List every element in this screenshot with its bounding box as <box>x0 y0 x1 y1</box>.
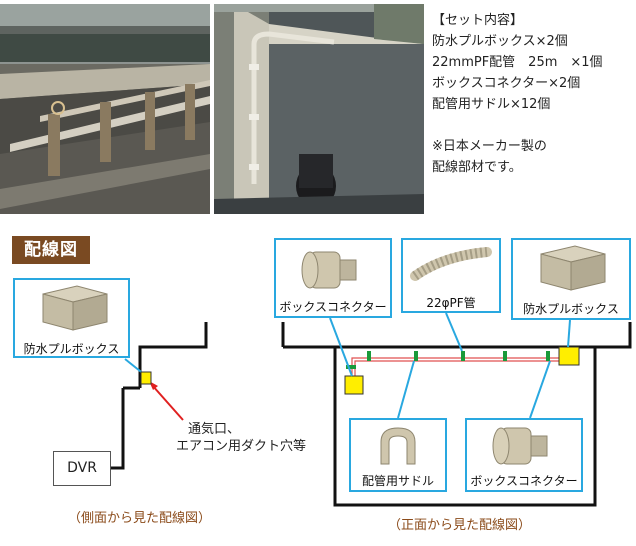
pf-pipe-label: 22φPF管 <box>426 296 476 310</box>
callout-box-connector-bottom: ボックスコネクター <box>465 418 583 492</box>
box-connector-icon <box>492 427 548 465</box>
callout-pf-pipe: 22φPF管 <box>401 238 501 313</box>
vent-label-line2: エアコン用ダクト穴等 <box>176 439 307 454</box>
callout-pull-box-front: 防水プルボックス <box>511 238 631 320</box>
box-connector-bottom-label: ボックスコネクター <box>470 474 578 488</box>
set-item: 配管用サドル×12個 <box>432 97 551 112</box>
saddle-icon <box>380 427 416 465</box>
pull-box-front-label: 防水プルボックス <box>523 302 619 316</box>
dvr-box: DVR <box>53 451 111 486</box>
pf-pipe-icon <box>410 247 492 281</box>
callout-pull-box-side: 防水プルボックス <box>13 278 130 358</box>
callout-box-connector-top: ボックスコネクター <box>274 238 392 318</box>
diagram-title: 配線図 <box>12 236 90 264</box>
pull-box-icon <box>42 285 108 331</box>
side-view-caption: （側面から見た配線図） <box>68 511 212 526</box>
set-item: ボックスコネクター×2個 <box>432 76 581 91</box>
pull-box-label: 防水プルボックス <box>23 342 120 356</box>
front-view-caption: （正面から見た配線図） <box>388 518 532 533</box>
set-contents: 【セット内容】 防水プルボックス×2個 22mmPF配管 25m ×1個 ボック… <box>432 10 636 178</box>
set-item: 防水プルボックス×2個 <box>432 34 568 49</box>
box-connector-top-label: ボックスコネクター <box>279 300 387 314</box>
set-item: 22mmPF配管 25m ×1個 <box>432 55 603 70</box>
set-contents-header: 【セット内容】 <box>432 13 524 28</box>
pull-box-icon <box>540 245 606 291</box>
saddle-label: 配管用サドル <box>361 474 434 488</box>
vent-label-line1: 通気口、 <box>188 422 241 437</box>
balcony-photo-right <box>214 4 424 214</box>
callout-saddle: 配管用サドル <box>349 418 447 492</box>
note-line: 配線部材です。 <box>432 160 522 175</box>
box-connector-icon <box>301 251 357 289</box>
note-line: ※日本メーカー製の <box>432 139 547 154</box>
balcony-photo-left <box>0 4 210 214</box>
